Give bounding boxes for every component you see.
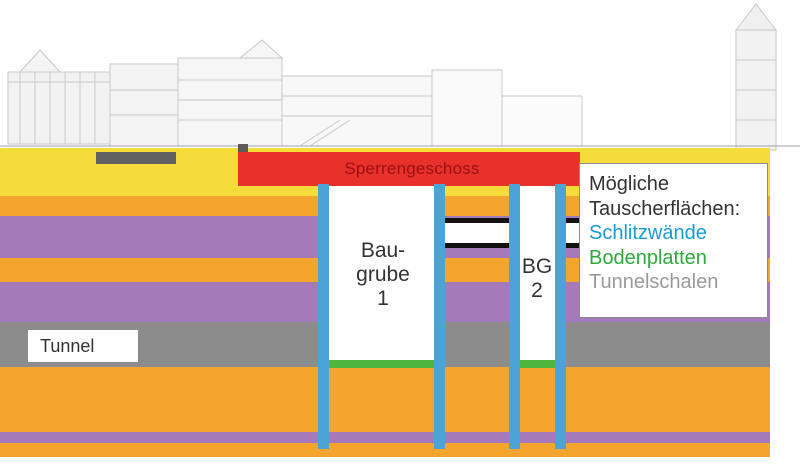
diaphragm-wall-1 <box>318 184 329 449</box>
floor-stub-right <box>562 218 580 223</box>
intermediate-floor-2 <box>441 243 515 248</box>
surface-structure <box>96 152 176 164</box>
legend-item-bodenplatten: Bodenplatten <box>589 246 707 269</box>
tunnel-label-box <box>28 330 138 362</box>
sperrengeschoss-slab <box>238 152 580 186</box>
soil-layer-purple-3 <box>0 432 770 443</box>
legend-item-tunnelschalen: Tunnelschalen <box>589 271 719 293</box>
base-slab-1 <box>324 360 439 368</box>
intermediate-floor-gap <box>441 223 515 243</box>
legend-item-schlitzwaende: Schlitzwände <box>589 222 707 244</box>
pit-1 <box>324 186 439 364</box>
floor-stub-right-gap <box>562 223 580 243</box>
pit-1-label: Bau- grube 1 <box>356 239 410 310</box>
floor-stub-right-2 <box>562 243 580 248</box>
background-buildings <box>0 3 800 151</box>
intermediate-floor-1 <box>441 218 515 223</box>
tunnel-label: Tunnel <box>40 336 95 356</box>
pit-2-label: BG 2 <box>521 255 553 302</box>
base-slab-2 <box>515 360 557 368</box>
soil-layer-orange-4 <box>0 443 770 457</box>
pit-2 <box>515 186 557 364</box>
legend-title-line-1: Mögliche <box>589 173 670 195</box>
legend-title-line-2: Tauscherflächen: <box>589 197 741 220</box>
diaphragm-wall-4 <box>555 184 566 449</box>
soil-layer-orange-3 <box>0 367 770 432</box>
legend-box: Mögliche Tauscherflächen: Schlitzwände B… <box>579 163 768 318</box>
diaphragm-wall-2 <box>434 184 445 449</box>
diaphragm-wall-3 <box>509 184 520 449</box>
sperrengeschoss-label: Sperrengeschoss <box>344 159 480 178</box>
surface-structure-2 <box>238 144 248 152</box>
